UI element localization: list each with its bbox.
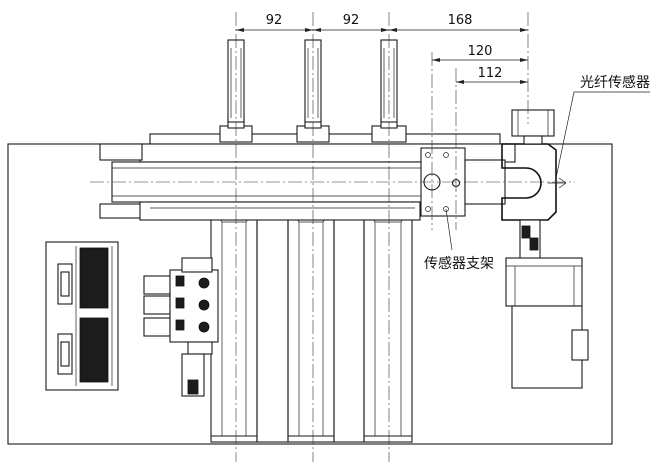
leader-lines [445,91,650,251]
column-middle [287,205,335,443]
dimension-168: 168 [448,13,473,28]
dimension-92-left: 92 [266,13,283,28]
centerlines [90,12,575,462]
dimension-112: 112 [478,66,503,81]
label-fiber-sensor: 光纤传感器 [580,74,650,91]
valve-manifold [143,257,219,397]
label-sensor-bracket: 传感器支架 [424,255,494,272]
dimension-92-right: 92 [343,13,360,28]
upper-rods [227,39,398,123]
motor [505,219,589,389]
terminal-block [45,241,119,391]
column-gaps [256,205,365,443]
end-bracket [501,109,567,221]
dimension-lines [236,28,528,84]
column-right [363,205,413,443]
dimension-120: 120 [468,44,493,59]
